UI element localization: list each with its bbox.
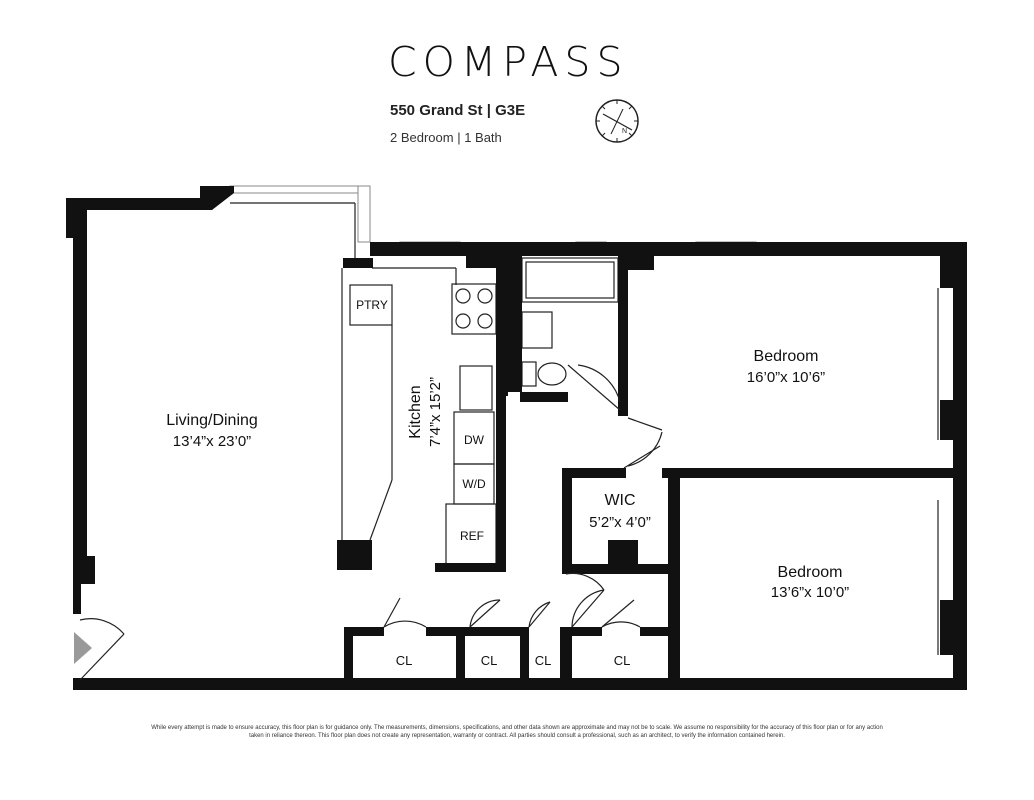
dishwasher-label: DW: [464, 433, 485, 447]
disclaimer-text: While every attempt is made to ensure ac…: [151, 725, 883, 739]
kitchen-dims: 7’4”x 15’2”: [427, 377, 444, 447]
living-dining-dims: 13’4”x 23’0”: [173, 433, 251, 450]
wic-dims: 5’2”x 4’0”: [589, 514, 651, 531]
entry-arrow-icon: [74, 632, 92, 664]
bedroom-2-dims: 13’6”x 10’0”: [771, 584, 849, 601]
walls: [66, 186, 967, 690]
listing-address: 550 Grand St | G3E: [390, 102, 526, 119]
floor-plan: Living/Dining 13’4”x 23’0” Kitchen 7’4”x…: [66, 185, 967, 690]
closet-label-2: CL: [481, 653, 498, 668]
pantry-label: PTRY: [356, 298, 388, 312]
washer-dryer-label: W/D: [462, 477, 486, 491]
closet-label-1: CL: [396, 653, 413, 668]
door-swings: [79, 364, 663, 681]
bedroom-2-label: Bedroom: [778, 564, 843, 581]
closet-label-4: CL: [614, 653, 631, 668]
bedroom-1-label: Bedroom: [754, 348, 819, 365]
compass-logo: COMPASS: [388, 38, 629, 86]
living-dining-label: Living/Dining: [166, 412, 258, 429]
north-compass-icon: N: [595, 99, 639, 143]
kitchen-label: Kitchen: [407, 385, 424, 438]
svg-text:N: N: [622, 128, 627, 135]
refrigerator-label: REF: [460, 529, 484, 543]
unit-info: 2 Bedroom | 1 Bath: [390, 130, 502, 145]
bedroom-1-dims: 16’0”x 10’6”: [747, 369, 825, 386]
closet-label-3: CL: [535, 653, 552, 668]
wic-label: WIC: [604, 492, 635, 509]
